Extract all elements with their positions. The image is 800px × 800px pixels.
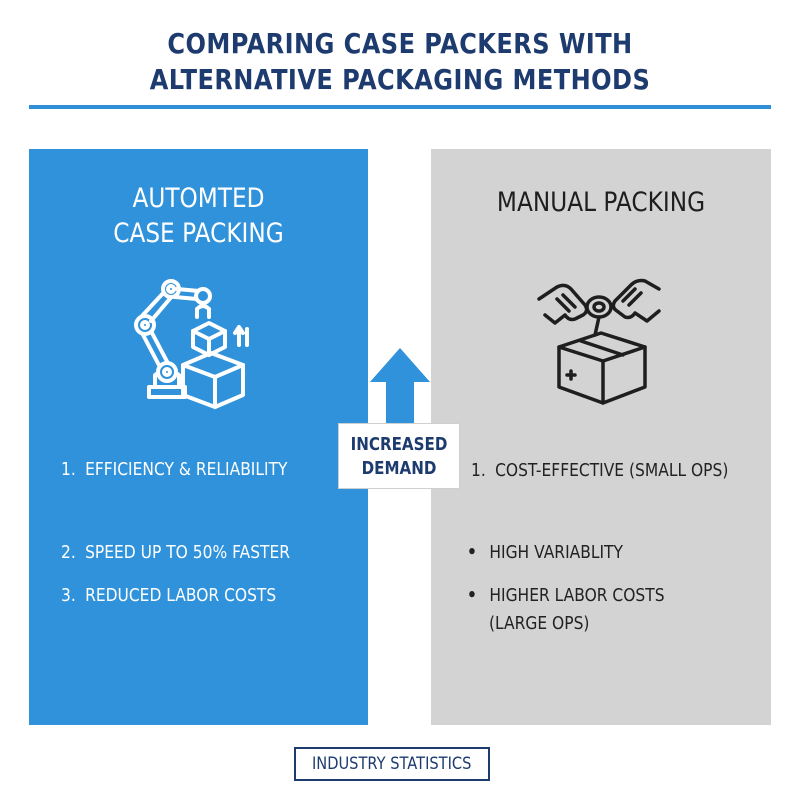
manual-panel: MANUAL PACKING 1. COST-EFFECTIVE (SMALL O… [431, 149, 771, 725]
manual-bullet-1: • HIGH VARIABLITY [467, 541, 623, 565]
automated-item-2: 2. SPEED UP TO 50% FASTER [61, 541, 290, 565]
automated-panel: AUTOMTED CASE PACKING [29, 149, 368, 725]
up-arrow-icon [370, 348, 430, 442]
manual-heading: MANUAL PACKING [496, 187, 706, 218]
automated-heading-line-1: AUTOMTED [132, 183, 265, 214]
demand-label-line-1: INCREASED [350, 434, 448, 455]
manual-bullet-1-text: HIGH VARIABLITY [489, 542, 623, 563]
industry-statistics-text: INDUSTRY STATISTICS [312, 754, 472, 774]
manual-item-1: 1. COST-EFFECTIVE (SMALL OPS) [471, 459, 728, 483]
title-line-1: COMPARING CASE PACKERS WITH [167, 27, 633, 60]
page-title: COMPARING CASE PACKERS WITH ALTERNATIVE … [56, 26, 744, 98]
manual-item-1-text: COST-EFFECTIVE (SMALL OPS) [495, 460, 729, 481]
automated-item-1: 1. EFFICIENCY & RELIABILITY [61, 458, 287, 482]
increased-demand-label: INCREASED DEMAND [338, 423, 460, 489]
bullet-dot: • [467, 585, 477, 606]
automated-item-1-text: EFFICIENCY & RELIABILITY [85, 459, 288, 480]
manual-item-1-number: 1. [471, 460, 486, 481]
automated-item-2-text: SPEED UP TO 50% FASTER [85, 542, 291, 563]
manual-bullet-2-continuation: (LARGE OPS) [489, 612, 589, 636]
manual-bullet-2-text-line-2: (LARGE OPS) [489, 613, 590, 634]
automated-heading-line-2: CASE PACKING [113, 218, 284, 249]
automated-heading: AUTOMTED CASE PACKING [53, 181, 345, 251]
bullet-dot: • [467, 542, 477, 563]
automated-item-1-number: 1. [61, 459, 76, 480]
manual-bullet-2: • HIGHER LABOR COSTS [467, 584, 665, 608]
robotic-arm-icon [134, 279, 249, 409]
hands-taping-box-icon [537, 278, 661, 405]
title-divider [29, 105, 771, 109]
automated-item-3-text: REDUCED LABOR COSTS [85, 585, 277, 606]
title-line-2: ALTERNATIVE PACKAGING METHODS [149, 63, 651, 96]
demand-label-line-2: DEMAND [361, 458, 437, 479]
manual-bullet-2-text-line-1: HIGHER LABOR COSTS [489, 585, 665, 606]
automated-item-3: 3. REDUCED LABOR COSTS [61, 584, 276, 608]
automated-item-3-number: 3. [61, 585, 76, 606]
automated-item-2-number: 2. [61, 542, 76, 563]
industry-statistics-label: INDUSTRY STATISTICS [294, 747, 490, 781]
